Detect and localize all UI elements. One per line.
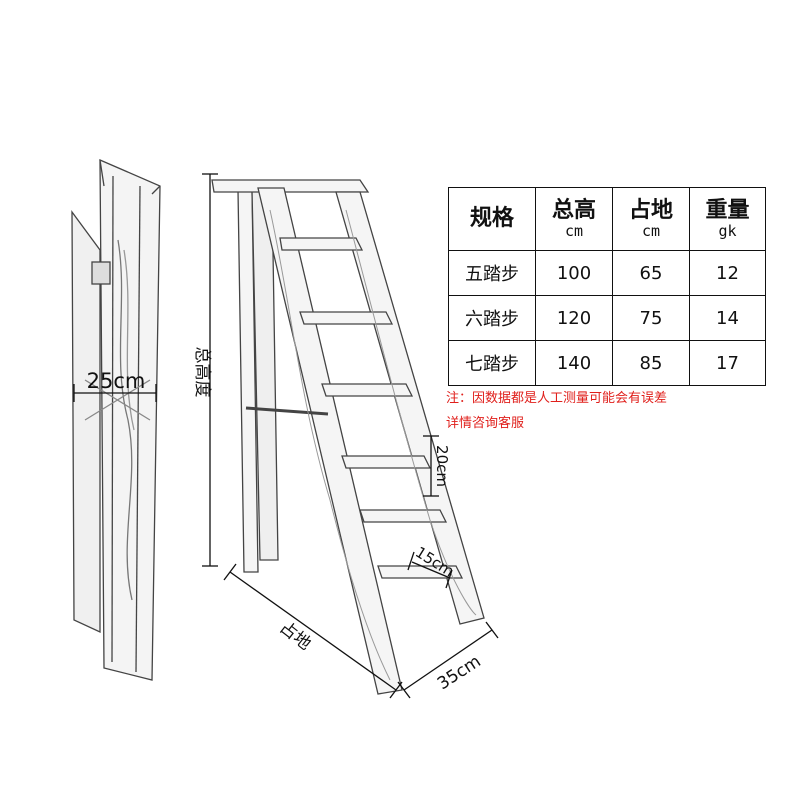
table-cell: 七踏步 [448,340,536,386]
table-cell: 100 [535,250,613,296]
height-dimension [202,173,218,567]
table-cell: 17 [689,340,766,386]
table-row: 六踏步 120 75 14 [448,295,766,341]
header-height-label: 总高 [551,198,596,223]
width-label: 25cm [87,369,146,393]
step-gap-dimension [423,435,439,497]
header-spec-label: 规格 [469,206,514,231]
header-footprint-label: 占地 [628,198,673,223]
table-cell: 65 [612,250,690,296]
spec-table: 规格 总高 cm 占地 cm 重量 gk 五踏步 100 65 12 六踏步 1… [448,187,766,386]
table-cell: 14 [689,295,766,341]
step-depth-dimension [407,551,453,589]
width-dimension [73,384,157,402]
front-view-texture [269,209,477,681]
table-cell: 五踏步 [448,250,536,296]
depth-dimension [397,621,499,699]
table-cell: 75 [612,295,690,341]
table-header-row: 规格 总高 cm 占地 cm 重量 gk [448,187,766,251]
ladder-front-view [211,179,485,695]
table-row: 五踏步 100 65 12 [448,250,766,296]
header-weight-label: 重量 [705,198,750,223]
header-height: 总高 cm [535,187,613,251]
height-label: 总高度 [192,347,212,398]
note-line-1: 注：因数据都是人工测量可能会有误差 [446,391,668,406]
footprint-label: 占地 [276,618,315,655]
header-weight: 重量 gk [689,187,766,251]
table-cell: 140 [535,340,613,386]
header-footprint-unit: cm [641,222,661,240]
header-footprint: 占地 cm [612,187,690,251]
step-gap-label: 20cm [433,445,451,487]
table-cell: 120 [535,295,613,341]
table-cell: 12 [689,250,766,296]
depth-label: 35cm [434,651,485,694]
table-cell: 85 [612,340,690,386]
note-line-2: 详情咨询客服 [446,416,525,431]
table-cell: 六踏步 [448,295,536,341]
header-spec: 规格 [448,187,536,251]
table-row: 七踏步 140 85 17 [448,340,766,386]
header-height-unit: cm [564,222,584,240]
ladder-side-view [71,159,161,681]
header-weight-unit: gk [718,222,737,240]
